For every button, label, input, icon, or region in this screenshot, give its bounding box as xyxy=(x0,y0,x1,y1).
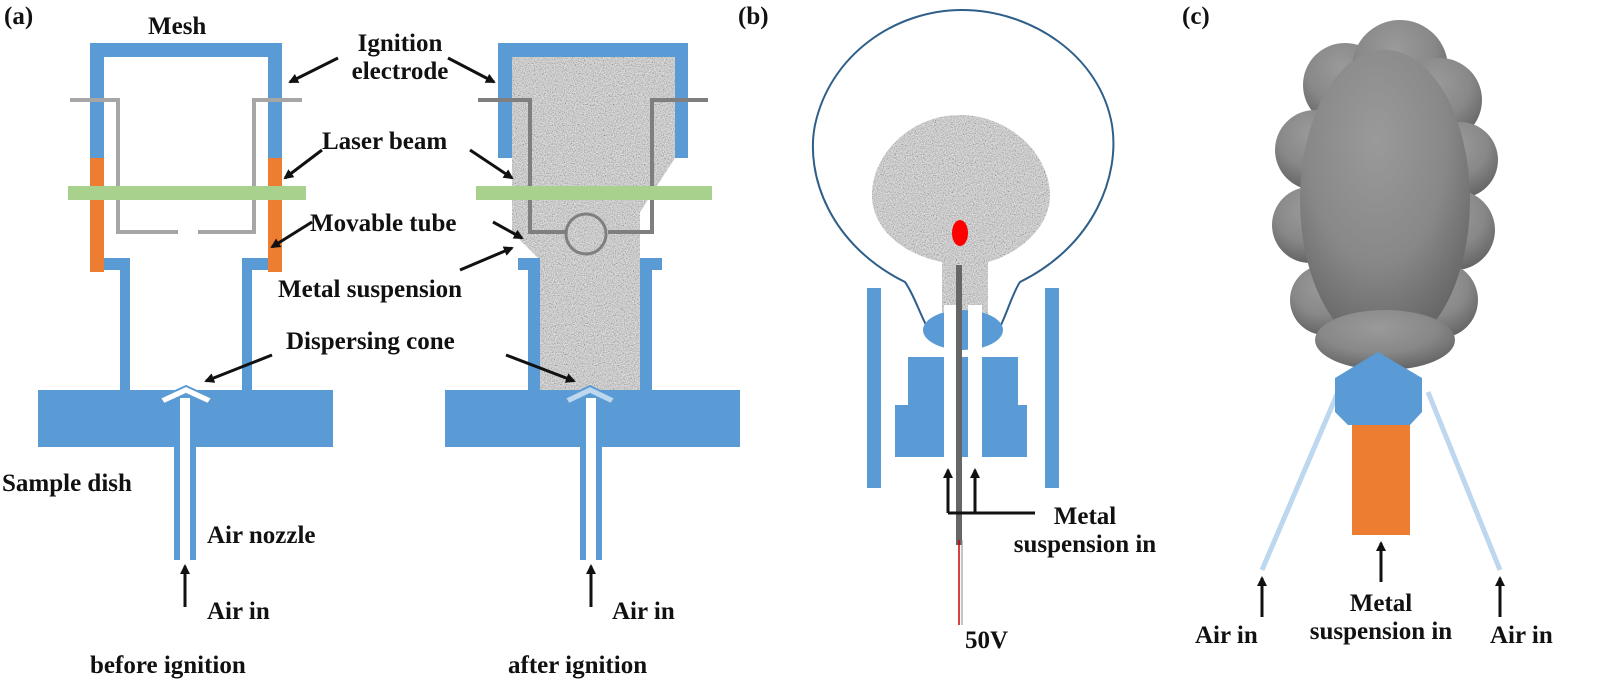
metal-label-b-line2: suspension in xyxy=(1013,530,1157,558)
mesh-label: Mesh xyxy=(148,13,207,40)
metal-label-b-line1: Metal xyxy=(1053,503,1117,530)
air-in-label-a-right: Air in xyxy=(612,598,675,625)
after-ignition-apparatus xyxy=(445,43,740,560)
ignition-electrode-label: Ignition electrode xyxy=(340,30,460,85)
ignition-label-line2: electrode xyxy=(351,57,449,85)
panel-b-apparatus xyxy=(811,8,1115,625)
metal-suspension-in-label-c: Metal suspension in xyxy=(1286,590,1476,645)
side-tube-right xyxy=(1045,288,1059,488)
air-in-label-a-left: Air in xyxy=(207,598,270,625)
dispersing-cone-label: Dispersing cone xyxy=(286,328,455,355)
ignition-label-line1: Ignition xyxy=(357,30,443,57)
air-nozzle-label: Air nozzle xyxy=(207,522,316,549)
before-ignition-caption: before ignition xyxy=(90,652,246,679)
feed-tube xyxy=(1352,425,1410,535)
leader-arrows xyxy=(180,56,596,607)
metal-suspension-label: Metal suspension xyxy=(278,276,463,303)
panel-a-tag: (a) xyxy=(4,3,34,30)
voltage-label: 50V xyxy=(965,627,1009,654)
metal-label-c-line2: suspension in xyxy=(1309,617,1453,645)
metal-label-c-line1: Metal xyxy=(1349,590,1413,617)
panel-b-tag: (b) xyxy=(738,3,769,30)
panel-c-tag: (c) xyxy=(1182,3,1210,30)
movable-tube-label: Movable tube xyxy=(310,210,457,237)
before-ignition-apparatus xyxy=(38,43,333,560)
dispersing-cone-c xyxy=(1335,352,1422,425)
mesh-top xyxy=(90,43,282,57)
movable-tube-left xyxy=(90,158,104,272)
air-in-label-c-right: Air in xyxy=(1490,622,1553,649)
air-in-label-c-left: Air in xyxy=(1195,622,1258,649)
smoke-cloud xyxy=(1272,20,1498,370)
metal-suspension-in-label-b: Metal suspension in xyxy=(990,503,1180,558)
ignition-electrode-left xyxy=(70,98,178,234)
mesh-after xyxy=(498,43,688,158)
ignition-spark xyxy=(952,220,968,246)
after-ignition-caption: after ignition xyxy=(508,652,648,679)
movable-tube-right xyxy=(268,158,282,272)
laser-beam xyxy=(68,186,306,200)
sample-dish-label: Sample dish xyxy=(2,470,132,497)
ignition-electrode-right xyxy=(198,98,302,234)
side-tube-left xyxy=(867,288,881,488)
panel-c-apparatus xyxy=(1257,20,1505,617)
laser-beam-label: Laser beam xyxy=(322,128,448,155)
metal-suspension xyxy=(512,57,675,392)
dispersing-cone xyxy=(158,384,214,406)
